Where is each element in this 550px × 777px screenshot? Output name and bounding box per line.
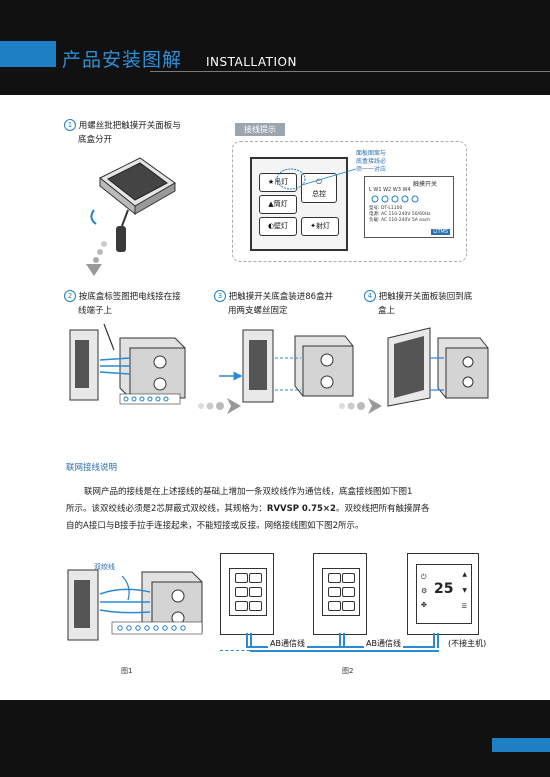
tip-note: 面板图案与 底盒接线必 须一一对应 — [356, 150, 387, 173]
header-divider — [150, 71, 550, 72]
wire-drop-3b — [437, 633, 439, 648]
page-title-cn: 产品安装图解 — [62, 49, 183, 71]
step-2-number: 2 — [64, 290, 76, 302]
figure-1-caption: 图1 — [121, 667, 133, 675]
figure-2-caption: 图2 — [342, 667, 354, 675]
step-arrow-icon — [198, 398, 241, 414]
terminal-dots — [371, 195, 419, 203]
mode-icon: ⚙ — [421, 587, 428, 595]
para-line-2: 所示。该双绞线必须是2芯屏蔽式双绞线，其规格为：RVVSP 0.75×2。双绞线… — [66, 504, 430, 514]
step-3-number: 3 — [214, 290, 226, 302]
bus-line-b — [250, 650, 439, 652]
label-specs: 型号: DT-L1100 电源: AC 110-240V 50/60Hz 负载:… — [369, 206, 431, 223]
base-box-label: 触摸开关 L W1 W2 W3 W4 型号: DT-L1100 电源: AC 1… — [364, 176, 454, 238]
step-2-illustration — [69, 323, 186, 405]
wire-drop-1b — [250, 633, 252, 648]
step-2-caption: 2 按底盒标签图把电线接在接 线端子上 — [64, 290, 204, 318]
para-line-3: 自的A接口与B接手拉手连接起来，不能短接或反接。网络接线图如下图2所示。 — [66, 521, 364, 531]
twisted-pair-label: 双绞线 — [94, 563, 115, 571]
ab-wire-label-1: AB通信线 — [268, 638, 307, 649]
figure-2-switch-1 — [220, 553, 274, 635]
touch-panel-face: ★吊灯 ⏻总控 ▲筒灯 ◐壁灯 ✦射灯 — [250, 157, 348, 251]
power-icon: ⏻ — [421, 573, 427, 581]
step-3-text-line1: 把触摸开关底盒装进86盒并 — [228, 292, 334, 302]
label-terminals: L W1 W2 W3 W4 — [369, 187, 411, 193]
page-footer — [0, 700, 550, 777]
label-title: 触摸开关 — [413, 181, 438, 188]
wire-drop-2b — [343, 633, 345, 648]
no-host-note: (不接主机) — [448, 639, 487, 648]
up-arrow-icon: ▲ — [462, 571, 467, 578]
footer-accent-bar — [492, 738, 550, 752]
page-title-en: INSTALLATION — [206, 55, 297, 69]
step-4-illustration — [387, 327, 489, 407]
page-header — [0, 0, 550, 95]
step-3-caption: 3 把触摸开关底盒装进86盒并 用两支螺丝固定 — [214, 290, 354, 318]
key-master: ⏻总控 — [301, 173, 337, 203]
step-1-number: 1 — [64, 119, 76, 131]
screwdriver-icon — [116, 209, 129, 252]
rotate-arrow-icon — [90, 209, 97, 225]
step-4-caption: 4 把触摸开关面板装回到底 盒上 — [364, 290, 504, 318]
figure-1-illustration — [67, 569, 203, 641]
step-1-text-line2: 底盒分开 — [78, 135, 113, 145]
down-arrow-icon: ▼ — [462, 587, 467, 594]
wire-drop-2 — [339, 633, 341, 646]
fan-icon: ✤ — [421, 601, 427, 609]
figure-2-thermostat: ⏻ ⚙ ✤ 25 ▲ ▼ ☰ — [407, 553, 479, 635]
step-1-caption: 1 用螺丝批把触摸开关面板与 底盒分开 — [64, 119, 234, 147]
bus-line-a — [246, 646, 435, 648]
key-downlight: ▲筒灯 — [259, 195, 297, 214]
network-paragraph: 联网产品的接线是在上述接线的基础上增加一条双绞线作为通信线，底盒接线图如下图1 … — [66, 484, 496, 535]
touch-panel-illustration — [99, 157, 176, 216]
pointer-line — [301, 168, 357, 186]
wire-drop-3 — [433, 633, 435, 646]
step-4-text-line2: 盒上 — [378, 306, 396, 316]
wiring-tip-box — [232, 141, 467, 262]
step-3-text-line2: 用两支螺丝固定 — [228, 306, 288, 316]
key-spotlight: ✦射灯 — [301, 217, 339, 236]
step-1-text-line1: 用螺丝批把触摸开关面板与 — [78, 121, 181, 131]
figure-2-switch-2 — [313, 553, 367, 635]
step-3-illustration — [219, 329, 354, 403]
para-line-1: 联网产品的接线是在上述接线的基础上增加一条双绞线作为通信线，底盒接线图如下图1 — [84, 487, 413, 497]
step-4-number: 4 — [364, 290, 376, 302]
key-wall-lamp: ◐壁灯 — [259, 217, 297, 236]
menu-icon: ☰ — [461, 603, 467, 610]
wire-drop-1 — [246, 633, 248, 646]
network-heading: 联网接线说明 — [66, 463, 118, 473]
step-2-text-line1: 按底盒标签图把电线接在接 — [78, 292, 181, 302]
temperature-readout: 25 — [434, 581, 454, 597]
step-1-illustration — [86, 157, 176, 276]
ab-wire-label-2: AB通信线 — [364, 638, 403, 649]
wiring-tip-title: 接线提示 — [235, 123, 285, 136]
brand-logo: LITMS — [431, 229, 450, 235]
step-2-text-line2: 线端子上 — [78, 306, 113, 316]
header-accent-bar — [0, 41, 56, 67]
step-4-text-line1: 把触摸开关面板装回到底 — [378, 292, 473, 302]
step-arrow-icon — [339, 398, 382, 414]
bus-extension-left — [220, 650, 250, 652]
step-arrow-icon — [86, 241, 107, 276]
highlight-ellipse — [276, 168, 306, 190]
cable-spec: RVVSP 0.75×2 — [266, 504, 336, 514]
